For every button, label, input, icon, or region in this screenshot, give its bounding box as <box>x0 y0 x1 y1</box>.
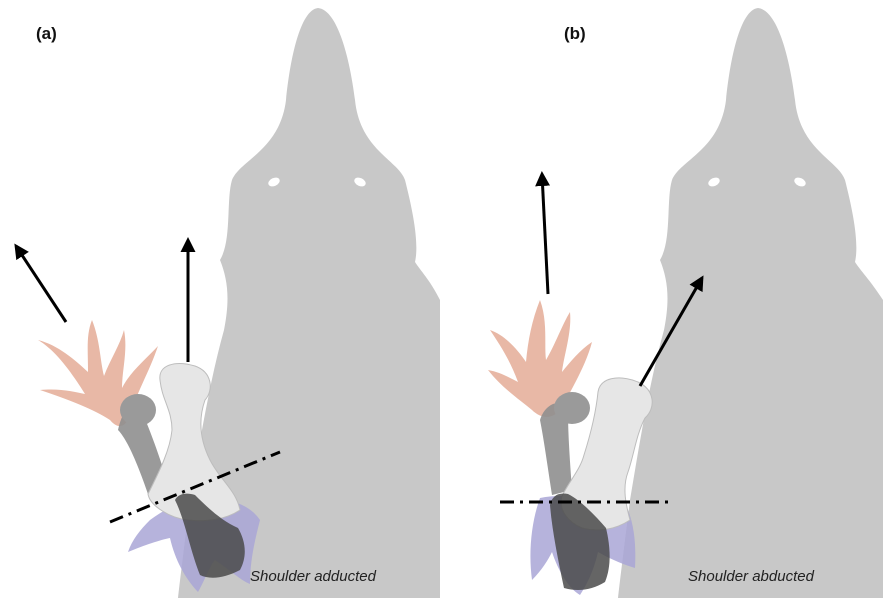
panel-b: (b) Shoulder abducted <box>440 0 883 598</box>
body-silhouette <box>618 8 883 598</box>
force-arrow-left <box>16 246 66 322</box>
caption-a: Shoulder adducted <box>250 568 376 585</box>
carpal <box>554 392 590 424</box>
panel-a: (a) Shoulder adducted <box>0 0 440 598</box>
diagram-a <box>0 0 440 598</box>
caption-b: Shoulder abducted <box>688 568 814 585</box>
panel-label-b: (b) <box>564 24 586 44</box>
carpal <box>120 394 156 426</box>
panel-label-a: (a) <box>36 24 57 44</box>
diagram-b <box>440 0 883 598</box>
force-arrow-vertical <box>542 174 548 294</box>
